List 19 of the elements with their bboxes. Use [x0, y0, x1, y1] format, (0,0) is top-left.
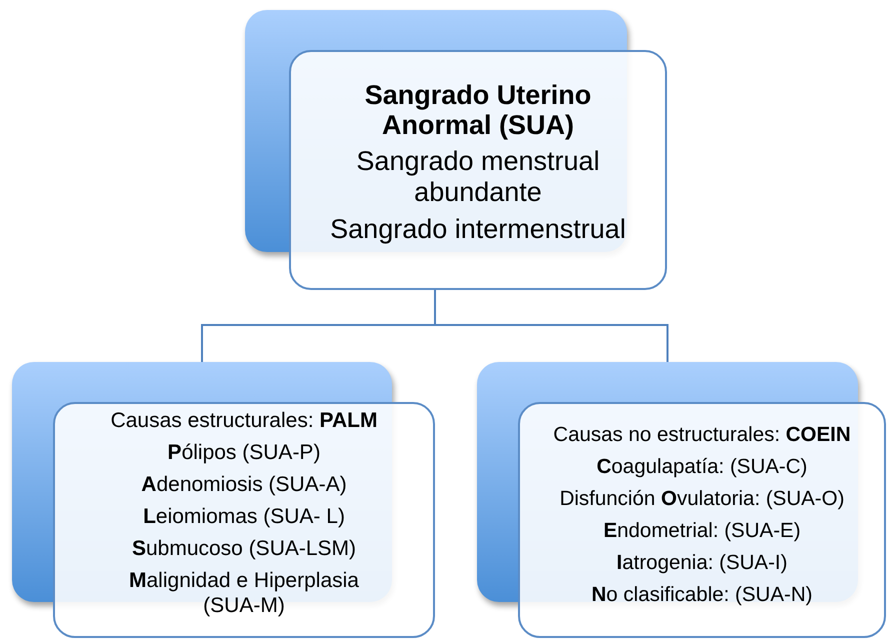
text-line: Pólipos (SUA-P)	[166, 440, 322, 465]
text-line: Leiomiomas (SUA- L)	[142, 504, 346, 529]
text-line: Iatrogenia: (SUA-I)	[616, 550, 788, 575]
text-line: No clasificable: (SUA-N)	[590, 582, 814, 607]
text-line: Malignidad e Hiperplasia (SUA-M)	[128, 568, 360, 618]
heading-text: Sangrado Uterino Anormal (SUA)	[364, 80, 592, 140]
text-line: Endometrial: (SUA-E)	[602, 518, 802, 543]
text-box	[289, 50, 667, 290]
text-line: Adenomiosis (SUA-A)	[140, 472, 348, 497]
text-line: Sangrado intermenstrual	[329, 214, 627, 245]
text-line: Causas estructurales: PALM	[110, 408, 378, 433]
text-line: Coagulapatía: (SUA-C)	[596, 454, 808, 479]
text-line: Submucoso (SUA-LSM)	[130, 536, 358, 561]
text-box	[53, 402, 435, 638]
connector-line	[434, 290, 668, 362]
text-line: Disfunción Ovulatoria: (SUA-O)	[558, 486, 846, 511]
text-line: Causas no estructurales: COEIN	[552, 422, 852, 447]
text-box	[518, 402, 886, 638]
text-line: Sangrado menstrual abundante	[355, 146, 601, 208]
